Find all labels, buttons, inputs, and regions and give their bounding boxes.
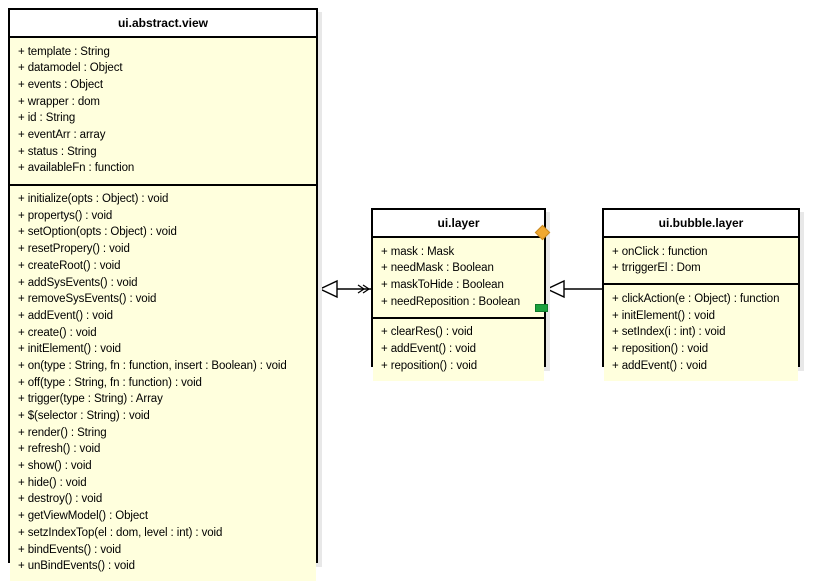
port-square-icon[interactable] bbox=[535, 304, 548, 312]
attribute-row: + needReposition : Boolean bbox=[373, 294, 544, 311]
attribute-row: + status : String bbox=[10, 144, 316, 161]
method-row: + render() : String bbox=[10, 425, 316, 442]
class-title-ui-layer: ui.layer bbox=[373, 210, 544, 238]
generalization-layer-to-abstract-view bbox=[320, 281, 371, 297]
method-row: + destroy() : void bbox=[10, 492, 316, 509]
methods-compartment-ui-bubble-layer: + clickAction(e : Object) : function + i… bbox=[604, 283, 798, 380]
method-row: + setzIndexTop(el : dom, level : int) : … bbox=[10, 525, 316, 542]
method-row: + clearRes() : void bbox=[373, 325, 544, 342]
open-arrowhead-1 bbox=[358, 285, 364, 293]
methods-compartment-ui-abstract-view: + initialize(opts : Object) : void + pro… bbox=[10, 184, 316, 581]
uml-class-ui-abstract-view[interactable]: ui.abstract.view + template : String + d… bbox=[8, 8, 318, 563]
attribute-row: + datamodel : Object bbox=[10, 61, 316, 78]
method-row: + hide() : void bbox=[10, 475, 316, 492]
method-row: + addEvent() : void bbox=[373, 341, 544, 358]
method-row: + unBindEvents() : void bbox=[10, 559, 316, 576]
method-row: + initialize(opts : Object) : void bbox=[10, 192, 316, 209]
methods-compartment-ui-layer: + clearRes() : void + addEvent() : void … bbox=[373, 317, 544, 381]
method-row: + create() : void bbox=[10, 325, 316, 342]
method-row: + clickAction(e : Object) : function bbox=[604, 291, 798, 308]
attribute-row: + events : Object bbox=[10, 77, 316, 94]
attributes-compartment-ui-abstract-view: + template : String + datamodel : Object… bbox=[10, 38, 316, 184]
attribute-row: + maskToHide : Boolean bbox=[373, 277, 544, 294]
method-row: + setOption(opts : Object) : void bbox=[10, 225, 316, 242]
method-row: + reposition() : void bbox=[604, 341, 798, 358]
method-row: + getViewModel() : Object bbox=[10, 509, 316, 526]
method-row: + $(selector : String) : void bbox=[10, 408, 316, 425]
uml-class-ui-layer[interactable]: ui.layer + mask : Mask + needMask : Bool… bbox=[371, 208, 546, 367]
method-row: + propertys() : void bbox=[10, 208, 316, 225]
attribute-row: + onClick : function bbox=[604, 244, 798, 261]
class-title-ui-abstract-view: ui.abstract.view bbox=[10, 10, 316, 38]
method-row: + resetPropery() : void bbox=[10, 242, 316, 259]
uml-class-ui-bubble-layer[interactable]: ui.bubble.layer + onClick : function + t… bbox=[602, 208, 800, 367]
attribute-row: + id : String bbox=[10, 111, 316, 128]
attribute-row: + availableFn : function bbox=[10, 161, 316, 178]
method-row: + setIndex(i : int) : void bbox=[604, 325, 798, 342]
method-row: + createRoot() : void bbox=[10, 258, 316, 275]
attribute-row: + eventArr : array bbox=[10, 127, 316, 144]
generalization-bubble-to-layer bbox=[547, 281, 602, 297]
class-title-ui-bubble-layer: ui.bubble.layer bbox=[604, 210, 798, 238]
method-row: + show() : void bbox=[10, 459, 316, 476]
method-row: + trigger(type : String) : Array bbox=[10, 392, 316, 409]
attribute-row: + template : String bbox=[10, 44, 316, 61]
attribute-row: + needMask : Boolean bbox=[373, 261, 544, 278]
attributes-compartment-ui-layer: + mask : Mask + needMask : Boolean + mas… bbox=[373, 238, 544, 317]
method-row: + removeSysEvents() : void bbox=[10, 292, 316, 309]
method-row: + on(type : String, fn : function, inser… bbox=[10, 358, 316, 375]
attribute-row: + trriggerEl : Dom bbox=[604, 261, 798, 278]
method-row: + off(type : String, fn : function) : vo… bbox=[10, 375, 316, 392]
attribute-row: + mask : Mask bbox=[373, 244, 544, 261]
open-arrowhead-2 bbox=[363, 285, 369, 293]
attribute-row: + wrapper : dom bbox=[10, 94, 316, 111]
method-row: + addEvent() : void bbox=[604, 358, 798, 375]
method-row: + addEvent() : void bbox=[10, 308, 316, 325]
hollow-triangle-arrowhead-1 bbox=[320, 281, 337, 297]
method-row: + initElement() : void bbox=[10, 342, 316, 359]
method-row: + reposition() : void bbox=[373, 358, 544, 375]
method-row: + bindEvents() : void bbox=[10, 542, 316, 559]
method-row: + initElement() : void bbox=[604, 308, 798, 325]
method-row: + addSysEvents() : void bbox=[10, 275, 316, 292]
method-row: + refresh() : void bbox=[10, 442, 316, 459]
hollow-triangle-arrowhead-2 bbox=[547, 281, 564, 297]
attributes-compartment-ui-bubble-layer: + onClick : function + trriggerEl : Dom bbox=[604, 238, 798, 283]
